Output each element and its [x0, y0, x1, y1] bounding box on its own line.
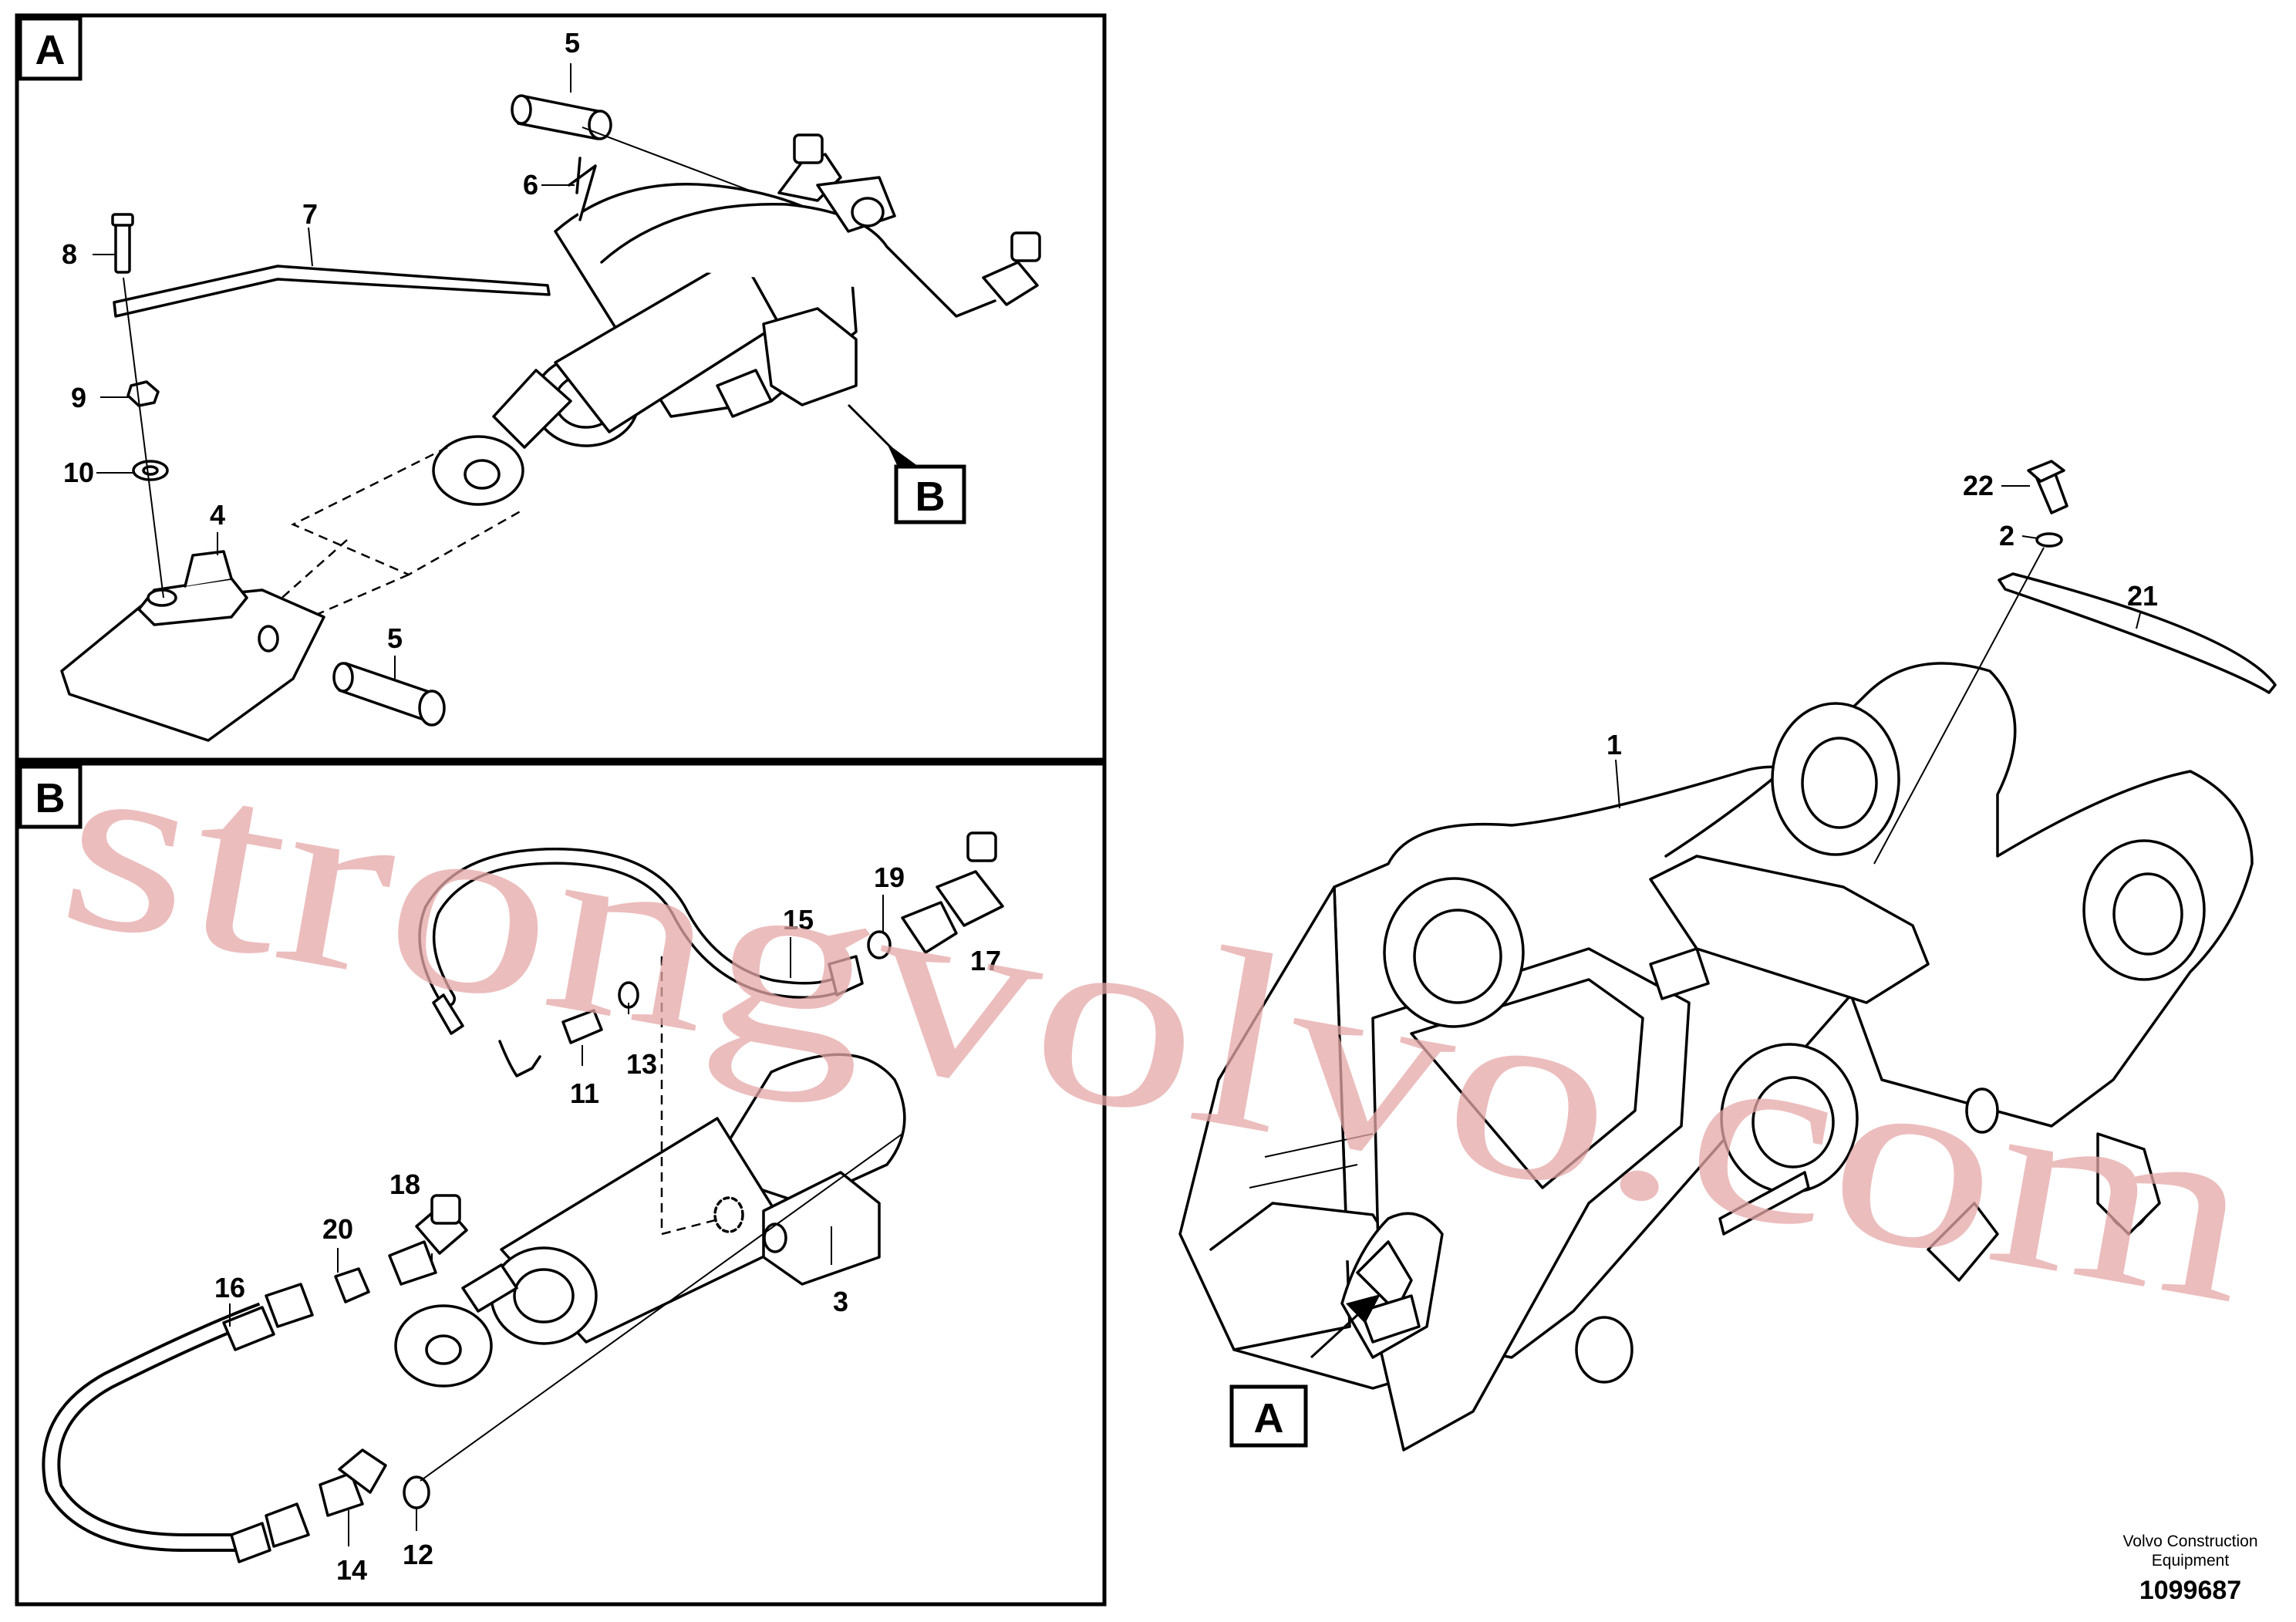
strip-part-21: [1998, 572, 2277, 694]
bar-part-7: [113, 265, 551, 318]
lock-cylinder-drawing: [432, 133, 1041, 506]
callout-6: 6: [523, 169, 538, 201]
callout-9: 9: [71, 382, 86, 413]
panel-b-letter: B: [35, 775, 66, 821]
washer-part-2: [2035, 532, 2063, 548]
callout-22: 22: [1963, 470, 1994, 501]
callout-3: 3: [833, 1286, 848, 1317]
nut-part-9: [126, 380, 160, 407]
credit-line-1: Volvo Construction: [2122, 1533, 2257, 1550]
callout-5-top: 5: [565, 27, 580, 59]
callout-21: 21: [2127, 580, 2158, 612]
bolt-part-8: [114, 218, 131, 274]
callout-19: 19: [874, 862, 905, 893]
callout-17: 17: [970, 945, 1001, 976]
callout-10: 10: [63, 457, 94, 488]
pin-part-5-upper: [511, 94, 612, 140]
credit-line-2: Equipment: [2152, 1552, 2230, 1570]
callout-11: 11: [570, 1077, 599, 1109]
detail-panel-a: A: [15, 13, 1107, 762]
detail-panel-b: B: [15, 761, 1107, 1607]
callout-16: 16: [214, 1272, 245, 1303]
callout-7-bar: 7: [302, 198, 318, 230]
callout-5-bottom: 5: [387, 622, 403, 654]
bracket-part-4: [60, 550, 325, 742]
clip-part-6: [568, 157, 597, 221]
panel-a-letter: A: [35, 27, 66, 73]
callout-4: 4: [210, 499, 225, 531]
callout-2: 2: [1999, 520, 2014, 551]
callout-15: 15: [783, 904, 814, 936]
callout-1: 1: [1607, 729, 1622, 760]
document-number: 1099687: [2139, 1576, 2241, 1605]
callout-13: 13: [626, 1048, 657, 1080]
quick-coupler-drawing: [1178, 662, 2254, 1452]
callout-14: 14: [336, 1554, 367, 1586]
callout-8: 8: [62, 238, 77, 270]
pointer-a-letter: A: [1254, 1395, 1284, 1442]
pointer-b-letter: B: [915, 474, 946, 520]
callout-20: 20: [322, 1213, 353, 1245]
cylinder-with-hoses-drawing: [42, 831, 1004, 1563]
strip-and-fasteners: [1615, 460, 2277, 865]
callout-12: 12: [403, 1539, 433, 1570]
pin-part-5-lower: [332, 662, 446, 727]
callout-18: 18: [389, 1168, 420, 1200]
